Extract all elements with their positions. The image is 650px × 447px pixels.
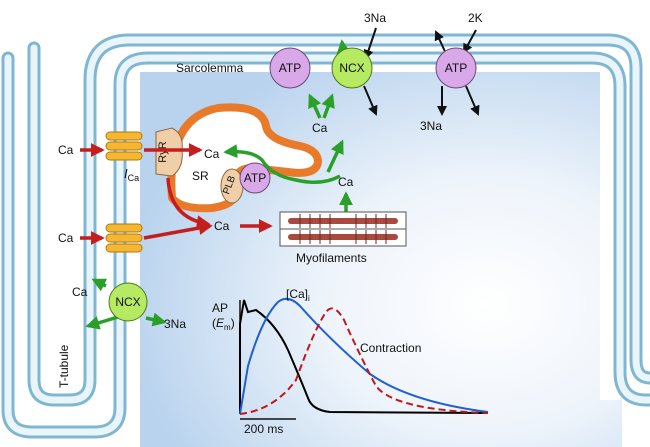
- ttubule-ncx-exchanger-icon: NCX: [108, 282, 148, 322]
- trace-inset: 200 ms AP (Em) [Ca]i Contraction: [212, 287, 489, 436]
- sarcolemma-label: Sarcolemma: [176, 61, 244, 75]
- na-k-atp-pump-icon: ATP: [435, 47, 477, 89]
- ca-label-2: Ca: [204, 147, 220, 161]
- contraction-trace: [239, 307, 489, 415]
- na-label-1: 3Na: [364, 11, 386, 25]
- ca-label-5: Ca: [312, 121, 328, 135]
- ap-trace: [239, 299, 489, 414]
- myofilaments-label: Myofilaments: [296, 251, 367, 265]
- sr-label: SR: [192, 169, 209, 183]
- ca-label-3: Ca: [58, 231, 74, 245]
- ca-label-7: Ca: [72, 285, 88, 299]
- contraction-label: Contraction: [360, 341, 421, 355]
- plb-icon: PLB: [220, 168, 244, 204]
- k-label: 2K: [468, 11, 483, 25]
- na-label-3: 3Na: [164, 317, 186, 331]
- scale-label: 200 ms: [244, 422, 283, 436]
- sr-atp-pump-icon: ATP: [239, 162, 271, 194]
- ica-main: I: [124, 166, 128, 181]
- ncx-label-1: NCX: [339, 61, 364, 75]
- atp-label-1: ATP: [279, 61, 301, 75]
- na-label-2: 3Na: [420, 119, 442, 133]
- l-type-channel-icon: [105, 131, 143, 161]
- ica-label: ICa: [124, 166, 139, 183]
- ca-label-4: Ca: [214, 219, 230, 233]
- ap-label: AP: [212, 301, 228, 315]
- l-type-channel-icon-2: [105, 223, 143, 253]
- ryr-label: RyR: [157, 141, 169, 162]
- ncx-exchanger-icon: NCX: [331, 47, 373, 89]
- ca-label-6: Ca: [338, 175, 354, 189]
- em-label: (Em): [212, 316, 235, 332]
- ca-trace: [239, 297, 489, 415]
- atp-label-2: ATP: [445, 61, 467, 75]
- myofilaments: Myofilaments: [279, 211, 407, 265]
- membrane: [1, 33, 650, 439]
- sr-atp-label: ATP: [244, 171, 266, 185]
- t-tubule-label: T-tubule: [57, 344, 71, 388]
- cai-label: [Ca]i: [286, 287, 310, 303]
- influx-arrows: [80, 143, 273, 245]
- ryr-receptor-icon: RyR: [155, 127, 183, 177]
- ca-label-1: Ca: [58, 143, 74, 157]
- ica-sub: Ca: [128, 173, 140, 183]
- na-k-arrows: [363, 27, 480, 116]
- atp-pump-icon: ATP: [269, 47, 311, 89]
- ncx-label-2: NCX: [115, 295, 140, 309]
